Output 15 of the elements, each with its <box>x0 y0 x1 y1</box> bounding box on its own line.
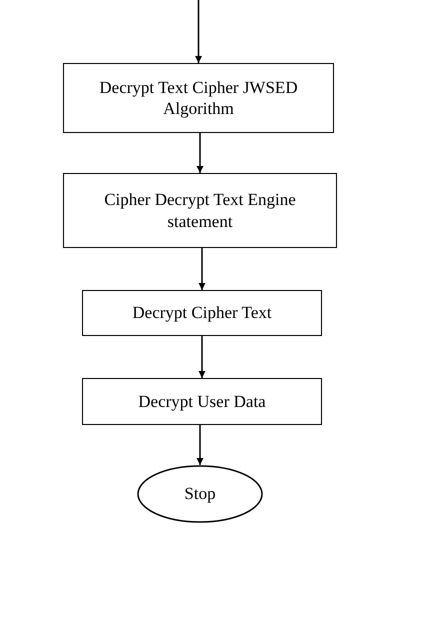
node-text: Cipher Decrypt Text Engine statement <box>103 189 297 232</box>
process-box <box>63 173 337 248</box>
node-text: Decrypt User Data <box>138 390 266 412</box>
process-box <box>82 290 322 336</box>
process-box <box>82 378 322 425</box>
terminal-ellipse <box>137 465 263 523</box>
arrow <box>196 133 204 173</box>
process-box <box>63 63 334 133</box>
arrow <box>195 0 202 63</box>
node-text: Decrypt Text Cipher JWSED Algorithm <box>98 76 299 120</box>
node-text: Decrypt Cipher Text <box>132 302 272 324</box>
node-text: Stop <box>184 483 216 505</box>
arrow <box>198 336 206 378</box>
arrow <box>198 248 206 290</box>
arrow <box>196 425 204 465</box>
